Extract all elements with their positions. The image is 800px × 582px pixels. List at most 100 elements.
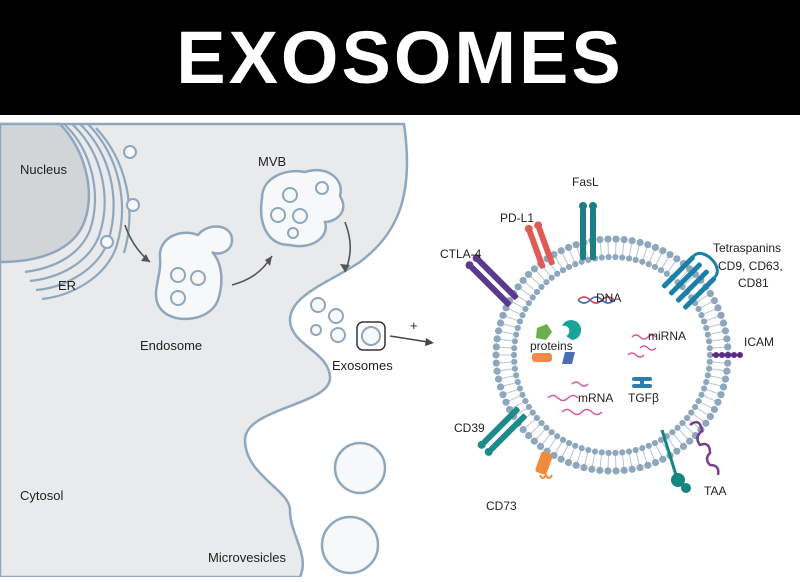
lipid-head <box>644 462 651 469</box>
lipid-head <box>554 271 560 277</box>
mvb-vesicle <box>283 188 297 202</box>
lipid-head <box>605 254 611 260</box>
fusing-vesicle <box>329 309 343 323</box>
lipid-head <box>515 325 521 331</box>
label-proteins: proteins <box>530 339 573 353</box>
lipid-head <box>511 352 517 358</box>
lipid-head <box>674 425 680 431</box>
arrow-to-exosome-detail <box>390 336 428 342</box>
lipid-head <box>554 433 560 439</box>
label-mrna: mRNA <box>578 391 613 405</box>
label-tgfb: TGFβ <box>628 391 659 405</box>
lipid-head <box>612 450 618 456</box>
lipid-head <box>698 392 704 398</box>
lipid-head <box>701 385 707 391</box>
lipid-head <box>659 247 666 254</box>
lipid-head <box>566 440 572 446</box>
lipid-head <box>596 467 603 474</box>
lipid-head <box>573 462 580 469</box>
lipid-head <box>530 410 536 416</box>
fusing-vesicle <box>311 298 325 312</box>
lipid-head <box>698 312 704 318</box>
released-exosome <box>357 322 434 350</box>
fusing-vesicle <box>331 328 345 342</box>
er-vesicle <box>124 146 136 158</box>
lipid-head <box>707 345 713 351</box>
label-mirna: miRNA <box>648 329 686 343</box>
lipid-head <box>517 385 523 391</box>
lipid-head <box>711 406 718 413</box>
lipid-head <box>707 413 714 420</box>
lipid-head <box>512 366 518 372</box>
lipid-head <box>705 332 711 338</box>
lipid-head <box>633 447 639 453</box>
lipid-head <box>669 429 675 435</box>
lipid-head <box>560 267 566 273</box>
lipid-head <box>652 459 659 466</box>
label-exosomes: Exosomes <box>332 358 393 373</box>
lipid-head <box>720 383 727 390</box>
lipid-head <box>588 466 595 473</box>
lipid-head <box>558 247 565 254</box>
label-dna: DNA <box>596 291 621 305</box>
lipid-head <box>695 398 701 404</box>
fusing-vesicle <box>311 325 321 335</box>
lipid-head <box>666 251 673 258</box>
lipid-head <box>707 359 713 365</box>
lipid-head <box>711 297 718 304</box>
lipid-head <box>512 338 518 344</box>
lipid-head <box>538 284 544 290</box>
lipid-head <box>722 376 729 383</box>
lipid-head <box>629 466 636 473</box>
endosome-vesicle <box>171 291 185 305</box>
lipid-head <box>566 264 572 270</box>
label-ctla4: CTLA-4 <box>440 247 482 261</box>
lipid-head <box>703 325 709 331</box>
lipid-head <box>525 271 532 278</box>
lipid-head <box>612 235 619 242</box>
lipid-head <box>526 404 532 410</box>
lipid-head <box>549 275 555 281</box>
lipid-head <box>502 399 509 406</box>
lipid-head <box>692 404 698 410</box>
lipid-head <box>686 438 693 445</box>
label-plus: + <box>410 318 418 333</box>
lipid-head <box>612 254 618 260</box>
endosome-vesicle <box>191 271 205 285</box>
lipid-head <box>680 443 687 450</box>
lipid-head <box>517 318 523 324</box>
label-cd39: CD39 <box>454 421 485 435</box>
lipid-head <box>497 319 504 326</box>
label-er: ER <box>58 278 76 293</box>
mvb-vesicle <box>288 228 298 238</box>
lipid-head <box>495 327 502 334</box>
lipid-head <box>537 443 544 450</box>
lipid-head <box>621 236 628 243</box>
lipid-head <box>499 312 506 319</box>
lipid-head <box>525 432 532 439</box>
lipid-head <box>520 277 527 284</box>
lipid-head <box>612 467 619 474</box>
microvesicle <box>335 443 385 493</box>
lipid-head <box>724 343 731 350</box>
lipid-head <box>530 294 536 300</box>
pdl1-protein <box>524 220 557 269</box>
lipid-head <box>720 319 727 326</box>
lipid-head <box>639 445 645 451</box>
label-taa: TAA <box>704 484 726 498</box>
lipid-head <box>519 312 525 318</box>
lipid-head <box>639 259 645 265</box>
lipid-head <box>705 372 711 378</box>
lipid-head <box>522 306 528 312</box>
lipid-head <box>619 449 625 455</box>
lipid-head <box>605 450 611 456</box>
lipid-head <box>604 467 611 474</box>
lipid-head <box>702 420 709 427</box>
label-tetraspanins-cd: CD9, CD63, <box>718 259 783 273</box>
diagram-canvas: Nucleus ER Endosome MVB Exosomes + Cytos… <box>0 115 800 577</box>
label-cd73: CD73 <box>486 499 517 513</box>
label-icam: ICAM <box>744 335 774 349</box>
lipid-head <box>652 440 658 446</box>
lipid-head <box>538 420 544 426</box>
er-vesicle <box>127 199 139 211</box>
